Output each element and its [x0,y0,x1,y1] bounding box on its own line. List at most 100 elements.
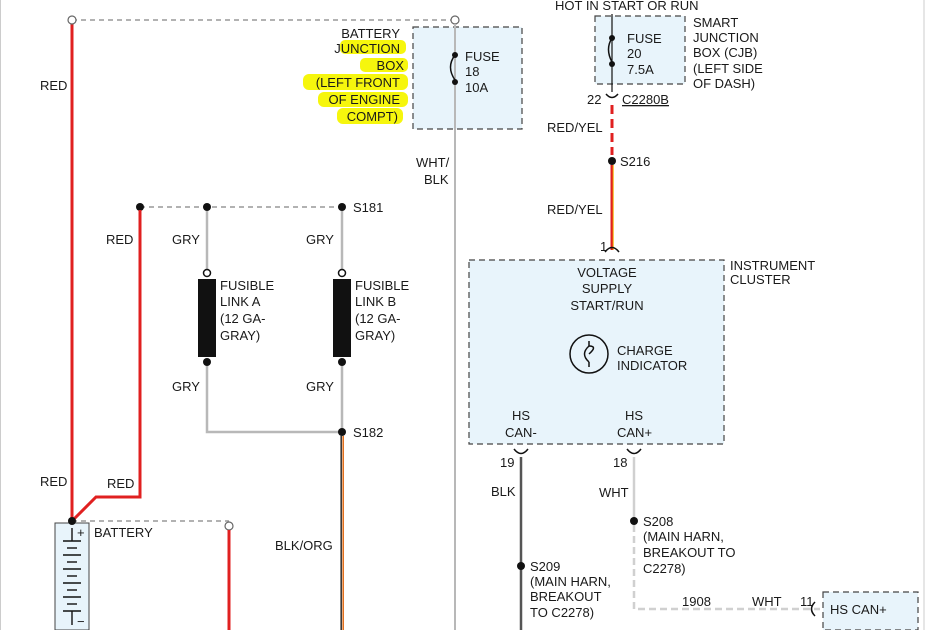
fuse-20-rating: 7.5A [627,62,654,77]
battery-plus-sign: + [77,525,85,540]
splice-s208-dot [630,517,638,525]
fuse-20-label: FUSE [627,31,662,46]
svg-text:LINK A: LINK A [220,294,261,309]
gry-wire-a-bottom [205,366,342,434]
fusible-link-b-symbol [333,268,351,366]
connector-c2280b-label: C2280B [622,92,669,107]
svg-text:(LEFT FRONT: (LEFT FRONT [316,75,400,90]
wire-label-wht-1: WHT [599,485,629,500]
voltage-supply-label: VOLTAGE SUPPLY START/RUN [570,265,643,313]
svg-text:BREAKOUT: BREAKOUT [530,589,602,604]
wire-label-gry-3: GRY [172,379,200,394]
smart-junction-box [594,15,686,85]
hs-can-minus-label-2: CAN- [505,425,537,440]
battery-right-terminal [224,521,234,531]
wire-label-wht-blk-2: BLK [424,172,449,187]
hs-can-plus-label-2: CAN+ [617,425,652,440]
left-bus-node [136,203,144,211]
svg-text:(12 GA-: (12 GA- [355,311,401,326]
fusible-link-b-label: FUSIBLE LINK B (12 GA- GRAY) [355,278,410,343]
fuse-18-number: 18 [465,64,479,79]
splice-s209-dot [517,562,525,570]
battery-junction-box-title: BATTERY JUNCTION BOX (LEFT FRONT OF ENGI… [316,26,405,124]
wire-label-red-top: RED [40,78,67,93]
pin-22-label: 22 [587,92,601,107]
svg-text:JUNCTION: JUNCTION [693,30,759,45]
battery-label: BATTERY [94,525,153,540]
battery-cells-icon [63,528,81,625]
smart-junction-box-title: SMART JUNCTION BOX (CJB) (LEFT SIDE OF D… [693,15,763,91]
wire-label-red-yel-2: RED/YEL [547,202,603,217]
connector-c2280b-symbol [605,93,619,99]
instrument-cluster-box [468,259,725,445]
pin-11-connector-symbol [810,601,816,617]
splice-s216-dot [608,157,616,165]
top-header-text: HOT IN START OR RUN [555,0,699,13]
svg-text:(12 GA-: (12 GA- [220,311,266,326]
svg-text:FUSIBLE: FUSIBLE [220,278,275,293]
svg-text:BREAKOUT TO: BREAKOUT TO [643,545,735,560]
battery-junction-box [412,26,523,130]
svg-text:GRAY): GRAY) [355,328,395,343]
svg-text:BOX: BOX [377,58,405,73]
instrument-cluster-title-2: CLUSTER [730,272,791,287]
fusible-link-a-symbol [198,268,216,366]
hs-can-plus-box [822,591,919,630]
splice-s208-label: S208 (MAIN HARN, BREAKOUT TO C2278) [643,514,735,576]
fuse-18-label: FUSE [465,49,500,64]
hs-can-minus-label-1: HS [512,408,530,423]
charge-indicator-label-1: CHARGE [617,343,673,358]
svg-text:BOX (CJB): BOX (CJB) [693,45,757,60]
wire-label-blk: BLK [491,484,516,499]
pin-18-connector-symbol [626,448,642,455]
wire-label-1908: 1908 [682,594,711,609]
fusible-a-top-node [203,203,211,211]
pin-11-label: 11 [800,594,814,609]
svg-text:FUSIBLE: FUSIBLE [355,278,410,293]
svg-text:S209: S209 [530,559,560,574]
svg-text:C2278): C2278) [643,561,686,576]
svg-text:S208: S208 [643,514,673,529]
svg-text:TO C2278): TO C2278) [530,605,594,620]
splice-s209-label: S209 (MAIN HARN, BREAKOUT TO C2278) [530,559,611,620]
pin-1-connector-symbol [604,246,620,253]
top-left-terminal [67,15,77,25]
svg-text:GRAY): GRAY) [220,328,260,343]
svg-text:SMART: SMART [693,15,738,30]
hs-can-plus-label-1: HS [625,408,643,423]
pin-19-connector-symbol [513,448,529,455]
svg-text:(MAIN HARN,: (MAIN HARN, [530,574,611,589]
svg-text:BATTERY: BATTERY [341,26,400,41]
wht-wire-lower-dashed [632,525,820,611]
splice-s216-label: S216 [620,154,650,169]
pin-19-label: 19 [500,455,514,470]
svg-text:JUNCTION: JUNCTION [334,41,400,56]
splice-s181-label: S181 [353,200,383,215]
pin-1-label: 1 [600,239,607,254]
splice-s182-dot [338,428,346,436]
svg-text:LINK B: LINK B [355,294,396,309]
battery-positive-node [68,517,76,525]
svg-text:START/RUN: START/RUN [570,298,643,313]
svg-text:(LEFT SIDE: (LEFT SIDE [693,61,763,76]
top-right-terminal [450,15,460,25]
svg-text:(MAIN HARN,: (MAIN HARN, [643,529,724,544]
wire-label-red-low-1: RED [40,474,67,489]
wire-label-blk-org: BLK/ORG [275,538,333,553]
pin-18-label: 18 [613,455,627,470]
wire-label-gry-2: GRY [306,232,334,247]
fuse-20-number: 20 [627,46,641,61]
wire-label-gry-4: GRY [306,379,334,394]
wire-label-wht-2: WHT [752,594,782,609]
splice-s182-label: S182 [353,425,383,440]
charge-indicator-label-2: INDICATOR [617,358,687,373]
splice-s181-dot [338,203,346,211]
charge-indicator-icon [569,334,609,374]
svg-text:COMPT): COMPT) [347,109,398,124]
fusible-link-a-label: FUSIBLE LINK A (12 GA- GRAY) [220,278,275,343]
wire-label-gry-1: GRY [172,232,200,247]
battery-minus-sign: − [77,614,85,629]
fuse-18-rating: 10A [465,80,488,95]
svg-text:SUPPLY: SUPPLY [582,281,633,296]
